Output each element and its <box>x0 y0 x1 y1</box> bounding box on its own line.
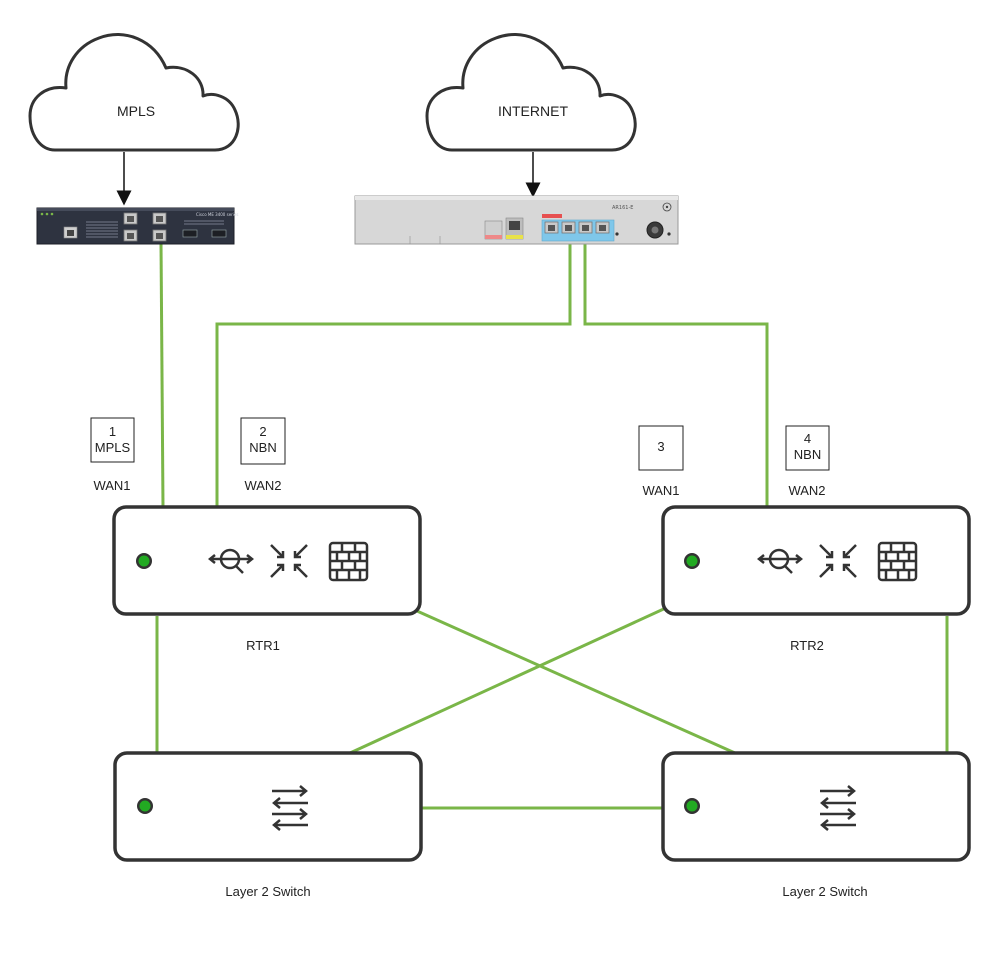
wan-box-2: 2 NBN <box>240 417 286 465</box>
switch-1[interactable] <box>113 751 423 862</box>
wan-box-4: 4 NBN <box>785 425 830 471</box>
status-led <box>684 553 700 569</box>
wan-box-number: 3 <box>657 439 664 454</box>
mpls-network-device: Cisco ME 3400 series <box>36 207 238 245</box>
switch-2-label: Layer 2 Switch <box>782 884 867 899</box>
sfp-port-icon <box>182 229 198 238</box>
ethernet-port-icon <box>561 221 576 234</box>
cloud-icon <box>28 33 240 152</box>
link-rtr1-to-switch2 <box>416 609 736 755</box>
switch-arrows-icon <box>272 785 308 831</box>
ethernet-port-icon <box>123 212 138 225</box>
link-rtr2-to-switch1 <box>349 605 669 755</box>
link-nbn-device-to-rtr2-wan2 <box>583 244 769 507</box>
ethernet-port-icon <box>123 229 138 242</box>
nbn-device-model: AR161-E <box>612 205 633 211</box>
cloud-mpls-label: MPLS <box>117 103 155 119</box>
mpls-device-model: Cisco ME 3400 series <box>196 212 238 217</box>
rtr2-label: RTR2 <box>790 638 824 653</box>
switch-arrows-icon <box>820 785 856 831</box>
wan-box-1: 1 MPLS <box>90 417 135 463</box>
wan-box-name: MPLS <box>95 440 131 455</box>
wan-box-number: 4 <box>804 431 811 446</box>
router-rtr2[interactable] <box>661 505 971 616</box>
ethernet-port-icon <box>152 212 167 225</box>
rtr1-wan1-label: WAN1 <box>93 478 130 493</box>
router-rtr1[interactable] <box>112 505 422 616</box>
wan-box-number: 2 <box>259 424 266 439</box>
sfp-port-icon <box>211 229 227 238</box>
status-led <box>137 798 153 814</box>
load-balancer-icon <box>756 548 804 574</box>
vent-icon <box>86 221 118 238</box>
wan-box-number: 1 <box>109 424 116 439</box>
ethernet-port-icon <box>578 221 593 234</box>
links <box>155 241 949 810</box>
firewall-icon <box>328 541 369 582</box>
cloud-internet: INTERNET <box>425 33 637 152</box>
ethernet-port-icon <box>595 221 610 234</box>
wan-box-name: NBN <box>794 447 821 462</box>
wan-box-name: NBN <box>249 440 276 455</box>
nbn-router-device: AR161-E <box>354 195 679 245</box>
load-balancer-icon <box>207 548 255 574</box>
link-nbn-device-to-rtr1-wan2 <box>215 244 572 507</box>
cloud-mpls: MPLS <box>28 33 240 152</box>
rtr1-wan2-label: WAN2 <box>244 478 281 493</box>
status-led <box>684 798 700 814</box>
arrows-converge-icon <box>270 544 308 578</box>
rtr1-label: RTR1 <box>246 638 280 653</box>
switch-1-label: Layer 2 Switch <box>225 884 310 899</box>
status-led <box>136 553 152 569</box>
firewall-icon <box>877 541 918 582</box>
cloud-internet-label: INTERNET <box>498 103 568 119</box>
arrows-converge-icon <box>819 544 857 578</box>
ethernet-port-icon <box>152 229 167 242</box>
rtr2-wan1-label: WAN1 <box>642 483 679 498</box>
rtr2-wan2-label: WAN2 <box>788 483 825 498</box>
link-mpls-device-to-rtr1-wan1 <box>159 241 165 508</box>
ethernet-port-icon <box>544 221 559 234</box>
wan-box-3: 3 <box>638 425 684 471</box>
switch-2[interactable] <box>661 751 971 862</box>
cloud-icon <box>425 33 637 152</box>
